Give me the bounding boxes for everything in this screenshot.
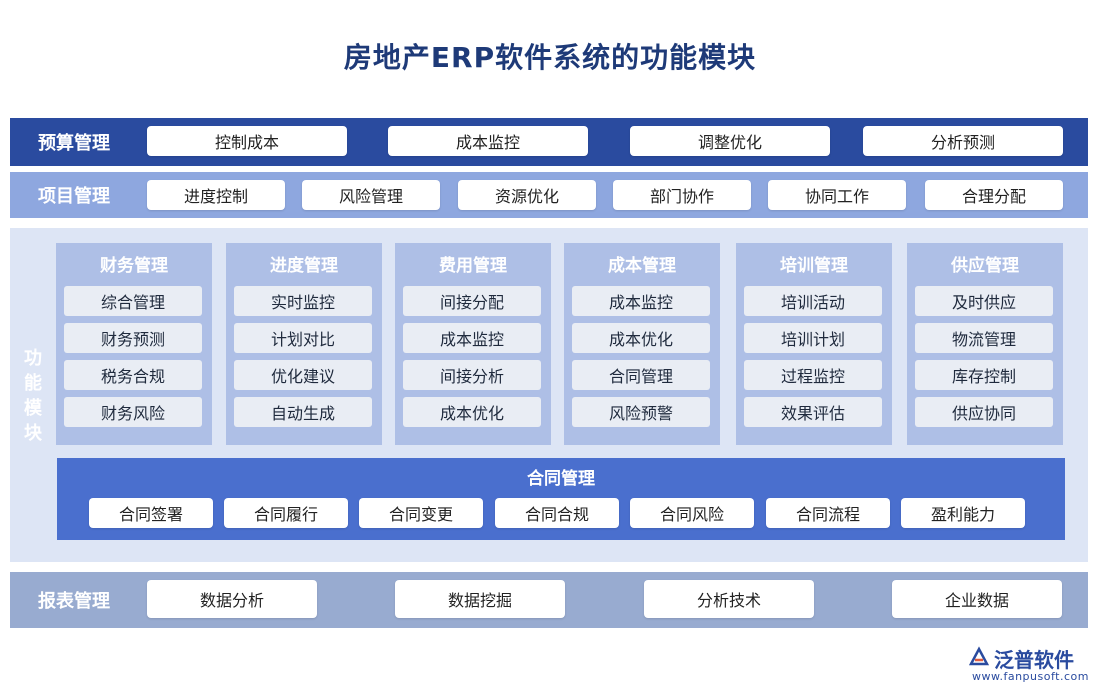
column-item: 成本监控	[403, 323, 541, 353]
column-item: 成本优化	[403, 397, 541, 427]
supply-column: 供应管理 及时供应 物流管理 库存控制 供应协同	[907, 243, 1063, 445]
column-title: 进度管理	[270, 256, 338, 276]
column-item: 财务风险	[64, 397, 202, 427]
column-item: 财务预测	[64, 323, 202, 353]
project-item: 协同工作	[768, 180, 906, 210]
column-item: 优化建议	[234, 360, 372, 390]
budget-item: 分析预测	[863, 126, 1063, 156]
column-item: 间接分析	[403, 360, 541, 390]
column-title: 费用管理	[439, 256, 507, 276]
logo-icon	[968, 646, 990, 666]
expense-column: 费用管理 间接分配 成本监控 间接分析 成本优化	[395, 243, 551, 445]
cost-column: 成本管理 成本监控 成本优化 合同管理 风险预警	[564, 243, 720, 445]
page-title: 房地产ERP软件系统的功能模块	[343, 41, 757, 74]
column-item: 库存控制	[915, 360, 1053, 390]
column-title: 财务管理	[100, 256, 168, 276]
column-title: 成本管理	[608, 256, 676, 276]
contract-item: 盈利能力	[901, 498, 1025, 528]
budget-item: 成本监控	[388, 126, 588, 156]
column-item: 计划对比	[234, 323, 372, 353]
column-item: 实时监控	[234, 286, 372, 316]
logo-url: www.fanpusoft.com	[972, 670, 1089, 683]
contract-item: 合同履行	[224, 498, 348, 528]
column-item: 及时供应	[915, 286, 1053, 316]
column-item: 综合管理	[64, 286, 202, 316]
project-item: 资源优化	[458, 180, 596, 210]
report-item: 企业数据	[892, 580, 1062, 618]
column-item: 风险预警	[572, 397, 710, 427]
column-item: 物流管理	[915, 323, 1053, 353]
budget-item: 调整优化	[630, 126, 830, 156]
column-item: 合同管理	[572, 360, 710, 390]
contract-item: 合同变更	[359, 498, 483, 528]
report-band: 报表管理 数据分析 数据挖掘 分析技术 企业数据	[10, 572, 1088, 628]
column-item: 成本优化	[572, 323, 710, 353]
column-item: 间接分配	[403, 286, 541, 316]
column-item: 税务合规	[64, 360, 202, 390]
contract-title: 合同管理	[527, 469, 595, 489]
project-item: 部门协作	[613, 180, 751, 210]
project-item: 进度控制	[147, 180, 285, 210]
finance-column: 财务管理 综合管理 财务预测 税务合规 财务风险	[56, 243, 212, 445]
report-item: 分析技术	[644, 580, 814, 618]
project-item: 合理分配	[925, 180, 1063, 210]
project-label: 项目管理	[38, 186, 110, 207]
budget-label: 预算管理	[38, 133, 110, 154]
schedule-column: 进度管理 实时监控 计划对比 优化建议 自动生成	[226, 243, 382, 445]
function-module-label: 功能模块	[24, 348, 42, 444]
column-item: 自动生成	[234, 397, 372, 427]
project-item: 风险管理	[302, 180, 440, 210]
column-item: 成本监控	[572, 286, 710, 316]
report-item: 数据挖掘	[395, 580, 565, 618]
contract-item: 合同风险	[630, 498, 754, 528]
report-item: 数据分析	[147, 580, 317, 618]
column-title: 培训管理	[780, 256, 848, 276]
column-item: 培训活动	[744, 286, 882, 316]
project-band: 项目管理 进度控制 风险管理 资源优化 部门协作 协同工作 合理分配	[10, 172, 1088, 218]
function-module-band: 功能模块 财务管理 综合管理 财务预测 税务合规 财务风险 进度管理 实时监控 …	[10, 228, 1088, 562]
contract-item: 合同签署	[89, 498, 213, 528]
logo-name: 泛普软件	[994, 648, 1074, 672]
budget-item: 控制成本	[147, 126, 347, 156]
column-item: 供应协同	[915, 397, 1053, 427]
training-column: 培训管理 培训活动 培训计划 过程监控 效果评估	[736, 243, 892, 445]
budget-band: 预算管理 控制成本 成本监控 调整优化 分析预测	[10, 118, 1088, 166]
column-title: 供应管理	[951, 256, 1019, 276]
report-label: 报表管理	[38, 591, 110, 612]
brand-logo: 泛普软件 www.fanpusoft.com	[968, 644, 1088, 686]
column-item: 培训计划	[744, 323, 882, 353]
column-item: 效果评估	[744, 397, 882, 427]
contract-module: 合同管理 合同签署 合同履行 合同变更 合同合规 合同风险 合同流程 盈利能力	[57, 458, 1065, 540]
contract-item: 合同流程	[766, 498, 890, 528]
column-item: 过程监控	[744, 360, 882, 390]
contract-item: 合同合规	[495, 498, 619, 528]
